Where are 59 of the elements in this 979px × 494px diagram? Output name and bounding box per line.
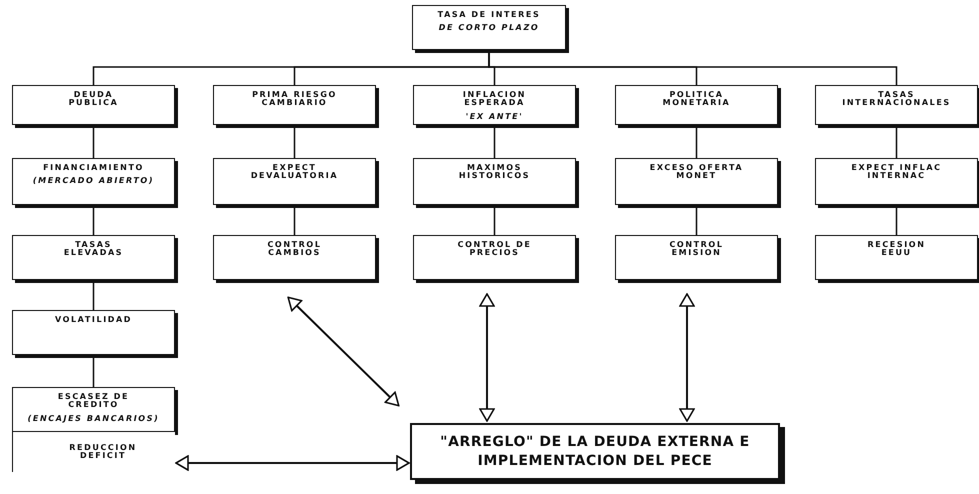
- box-label: EXCESO OFERTA MONET: [648, 164, 744, 181]
- connector-line: [92, 280, 94, 310]
- connector-line: [92, 205, 94, 235]
- subtitle-text: 'EX ANTE': [466, 112, 524, 122]
- connector-line: [294, 205, 296, 235]
- box-label: FINANCIAMIENTO: [43, 164, 144, 172]
- connector-line: [896, 125, 898, 158]
- connector-line: [92, 125, 94, 158]
- box-label: TASAS INTERNACIONALES: [841, 91, 952, 108]
- subtitle-text: DE CORTO PLAZO: [438, 24, 540, 33]
- concept-box: [615, 235, 778, 280]
- connector-line: [294, 125, 296, 158]
- connector-line: [488, 50, 898, 85]
- concept-box: [815, 85, 978, 125]
- box-label: CONTROL CAMBIOS: [266, 241, 323, 258]
- concept-box: [815, 235, 978, 280]
- box-label: EXPECT INFLAC INTERNAC: [850, 164, 943, 181]
- box-label: RECESION EEUU: [866, 241, 926, 258]
- concept-box: [413, 158, 576, 205]
- concept-box: [12, 235, 175, 280]
- box-label: PRIMA RIESGO CAMBIARIO: [251, 91, 338, 108]
- box-label: VOLATILIDAD: [54, 316, 132, 324]
- connector-line: [92, 355, 94, 387]
- concept-box: [413, 235, 576, 280]
- concept-box: [12, 85, 175, 125]
- box-label: EXPECT DEVALUATORIA: [250, 164, 340, 181]
- concept-box: [213, 85, 376, 125]
- double-arrow: [679, 293, 695, 422]
- concept-box: [413, 85, 576, 125]
- subtitle-text: (MERCADO ABIERTO): [32, 177, 154, 186]
- concept-box: [213, 158, 376, 205]
- concept-box: [12, 158, 175, 205]
- concept-box: [12, 387, 175, 432]
- box-label: POLITICA MONETARIA: [662, 91, 732, 108]
- box-label: TASAS ELEVADAS: [62, 241, 124, 258]
- connector-line: [696, 125, 698, 158]
- connector-line: [494, 125, 496, 158]
- concept-box: [12, 310, 175, 355]
- concept-box: [213, 235, 376, 280]
- subtitle-text: (ENCAJES BANCARIOS): [28, 414, 160, 424]
- box-label: INFLACION ESPERADA: [462, 91, 528, 108]
- concept-box: [615, 158, 778, 205]
- double-arrow: [479, 293, 495, 422]
- box-label: DEUDA PUBLICA: [68, 91, 120, 108]
- box-label: TASA DE INTERES: [438, 11, 540, 20]
- concept-box: [615, 85, 778, 125]
- concept-box: [815, 158, 978, 205]
- box-label: ESCASEZ DE CREDITO: [56, 393, 130, 410]
- double-arrow: [175, 455, 410, 471]
- box-label: CONTROL DE PRECIOS: [456, 241, 532, 258]
- connector-line: [494, 205, 496, 235]
- connector-line: [696, 205, 698, 235]
- double-arrow: [287, 296, 400, 406]
- box-label: CONTROL EMISION: [668, 241, 725, 258]
- box-label: MAXIMOS HISTORICOS: [458, 164, 532, 181]
- box-label: "ARREGLO" DE LA DEUDA EXTERNA E IMPLEMENTACION DEL PECE: [439, 432, 751, 470]
- box-label: REDUCCION DEFICIT: [68, 444, 138, 461]
- concept-box: [412, 5, 566, 50]
- connector-line: [896, 205, 898, 235]
